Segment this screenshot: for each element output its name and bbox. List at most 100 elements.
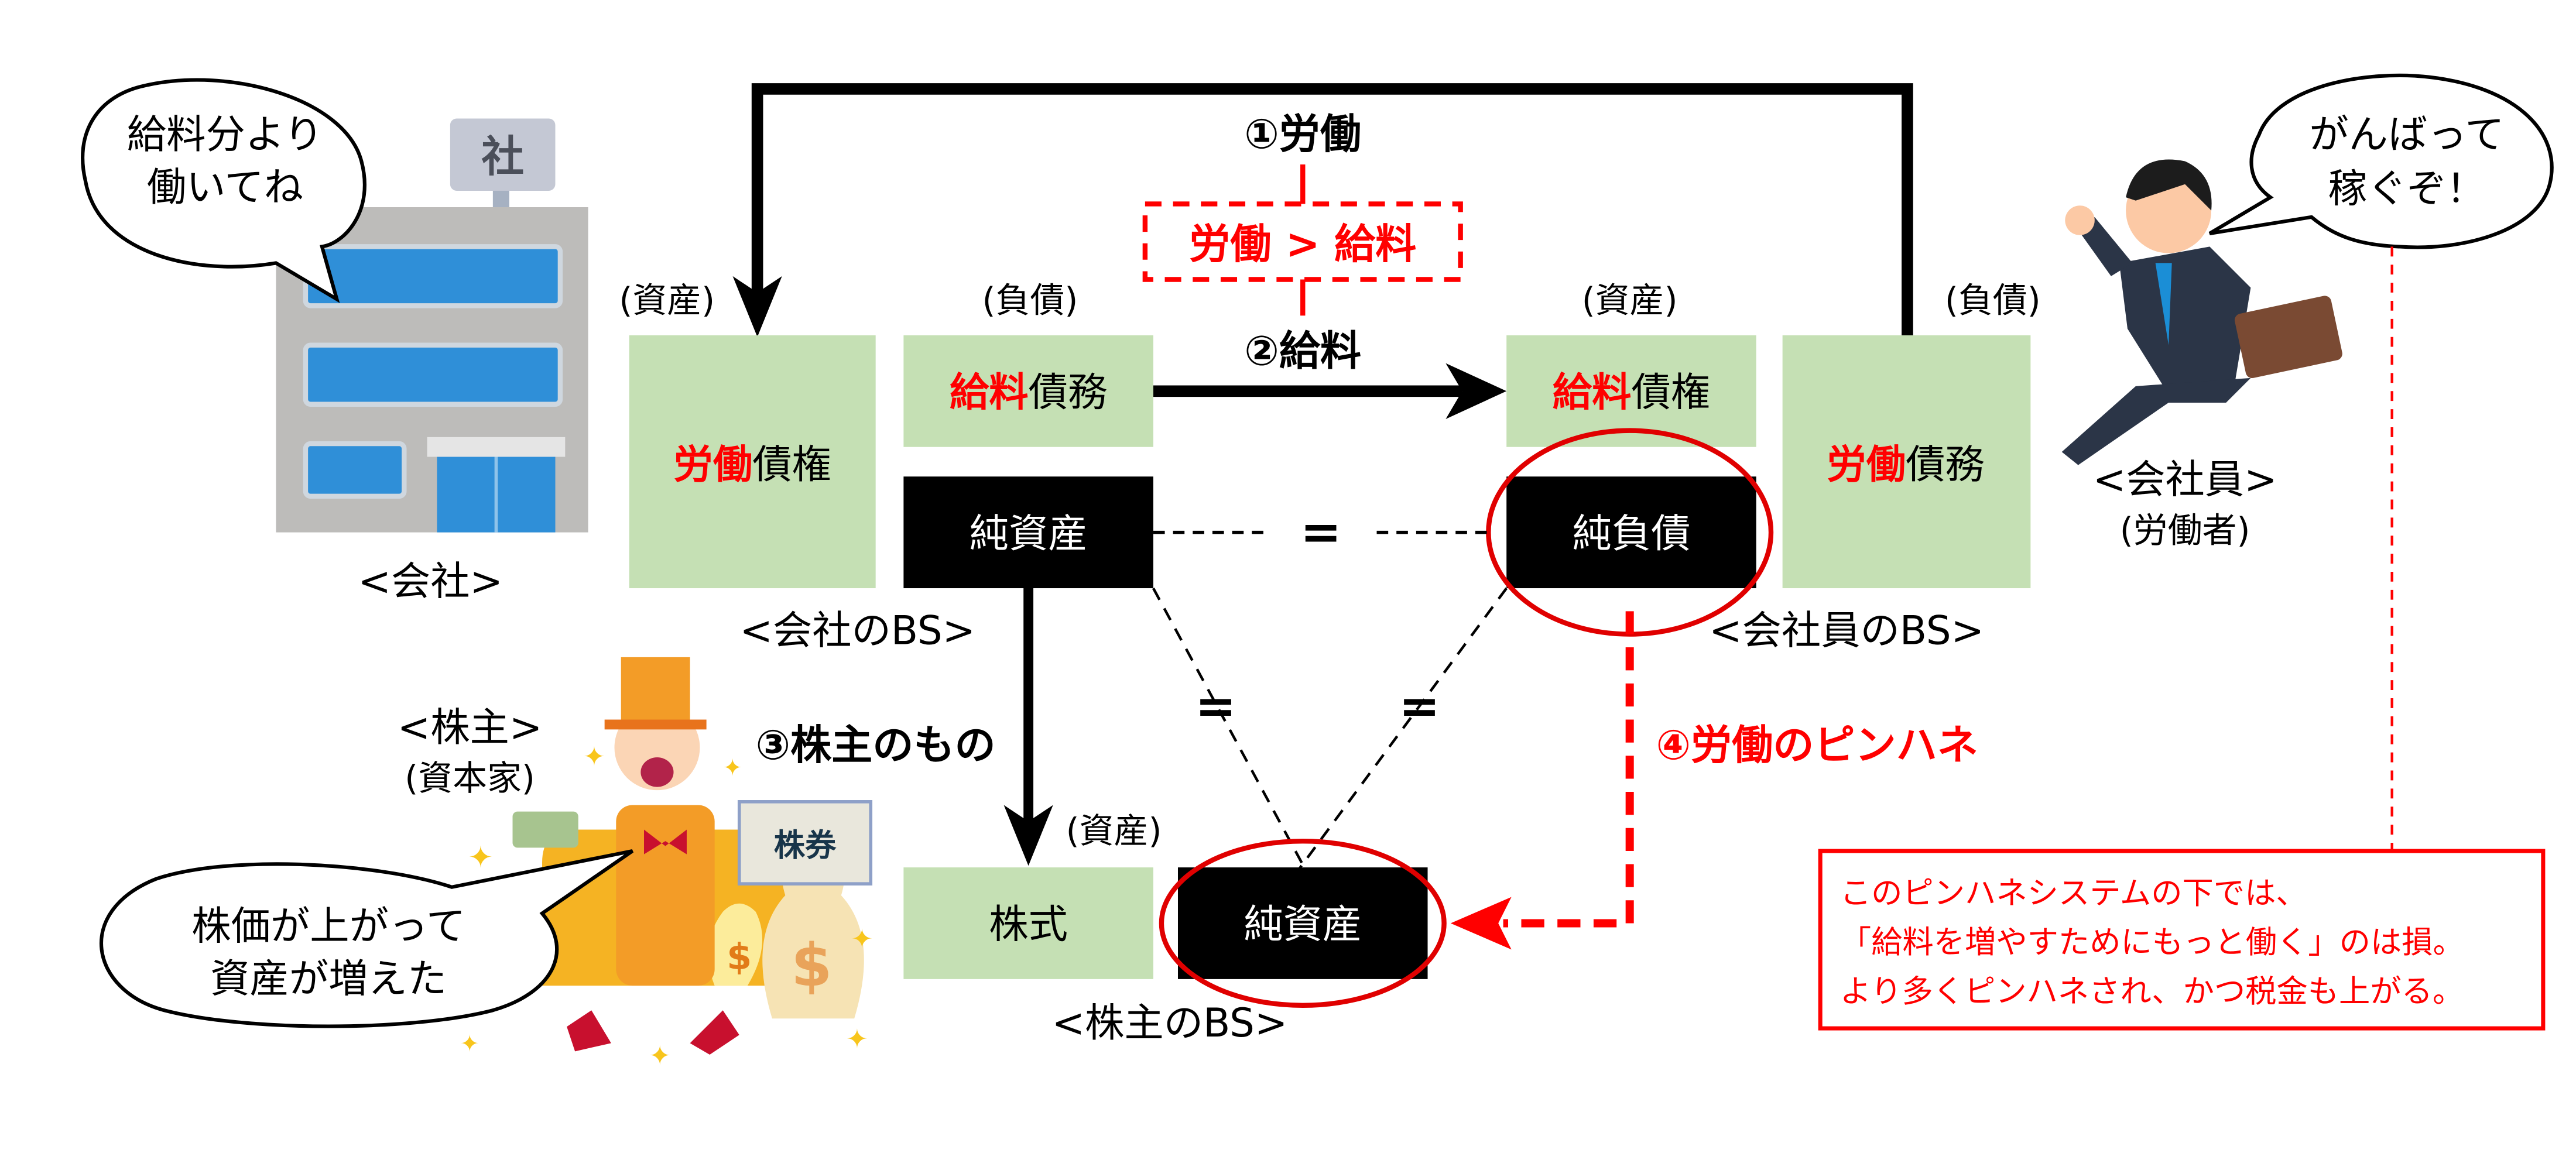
company-salary-payable-text: 給料債務 — [950, 369, 1107, 416]
salary-arrowhead — [1445, 363, 1507, 419]
note-box — [1818, 849, 2546, 1031]
shareholder-arrowhead — [1003, 805, 1053, 866]
certificate-text: 株券 — [774, 827, 837, 863]
equality-dash-diag-left — [1152, 587, 1307, 871]
labor-arrowhead — [732, 276, 782, 337]
shareholder-bubble-line-1: 株価が上がって — [191, 903, 465, 949]
employee-labor-payable-box — [1782, 335, 2031, 589]
shareholder-net-assets-box — [1177, 867, 1428, 979]
black-term: 債権 — [1631, 369, 1710, 416]
suit-arm — [2078, 217, 2133, 276]
shareholder-asset-header: (資産) — [1066, 811, 1162, 851]
note-line-2: 「給料を増やすためにもっと働く」のは損。 — [1840, 924, 2464, 960]
black-term: 債務 — [1906, 441, 1985, 488]
bubble-shape — [100, 849, 634, 1028]
sparkle-icon: ✦ — [846, 1024, 868, 1055]
salary-flow-arrow — [1153, 363, 1507, 419]
building-window — [303, 441, 407, 499]
employee-salary-receivable-text: 給料債権 — [1553, 369, 1710, 416]
company-bubble-line-1: 給料分より — [127, 111, 323, 157]
building-window-row — [303, 244, 563, 308]
shoe — [690, 1010, 739, 1055]
stock-certificate: 株券 — [737, 800, 873, 886]
equality-sign-left: = — [1195, 677, 1236, 735]
skimming-flow-arrow — [1450, 611, 1634, 950]
employee-bubble-line-2: 稼ぐぞ！ — [2328, 166, 2485, 212]
labor-arrow-line — [751, 83, 1913, 337]
employee-asset-header: (資産) — [1582, 280, 1678, 321]
company-salary-payable-box — [903, 335, 1153, 447]
company-net-assets-box — [903, 476, 1153, 589]
sparkle-icon: ✦ — [468, 840, 493, 874]
inequality-text: 労働 > 給料 — [1189, 220, 1416, 268]
company-labor-receivable-box — [629, 335, 876, 589]
labor-flow-arrow — [732, 83, 1913, 337]
necktie — [2155, 263, 2172, 345]
certificate-frame — [737, 800, 873, 886]
company-liability-header: (負債) — [982, 280, 1078, 321]
dollar-icon: $ — [727, 936, 752, 978]
skimming-arrowhead — [1450, 897, 1512, 950]
suit-jacket — [2119, 246, 2251, 394]
red-term: 労働 — [674, 441, 753, 488]
skimming-arrow-line — [1503, 611, 1634, 928]
shareholder-stock-text: 株式 — [989, 901, 1068, 948]
black-term: 債務 — [1029, 369, 1108, 416]
dollar-icon: $ — [791, 931, 832, 1000]
hat-brim — [604, 719, 707, 730]
shareholder-net-assets-text: 純資産 — [1244, 901, 1362, 948]
employee-speech-bubble: がんばって 稼ぐぞ！ — [2208, 73, 2554, 249]
sparkle-icon: ✦ — [583, 741, 605, 772]
company-sign — [450, 118, 556, 191]
bowtie — [644, 829, 687, 854]
employee-bubble-line-1: がんばって — [2309, 111, 2504, 157]
flow-salary-label: ②給料 — [1244, 327, 1361, 375]
flow-shareholder-label: ③株主のもの — [756, 721, 996, 769]
employee-label: <会社員> — [2093, 456, 2277, 502]
sparkle-icons: ✦ ✦ ✦ ✦ ✦ ✦ ✦ — [460, 741, 873, 1071]
shoe — [567, 1010, 611, 1052]
shareholder-stock-box — [903, 867, 1153, 979]
company-speech-bubble: 給料分より 働いてね — [81, 78, 366, 303]
briefcase — [2235, 296, 2342, 379]
employee-labor-payable-text: 労働債務 — [1827, 441, 1984, 488]
money-bag — [762, 846, 864, 1019]
employee-net-liabilities-text: 純負債 — [1572, 510, 1690, 557]
shareholder-label: <株主> — [398, 704, 542, 750]
sparkle-icon: ✦ — [851, 924, 873, 955]
equality-sign-top: = — [1300, 503, 1342, 561]
company-bubble-line-2: 働いてね — [147, 164, 303, 210]
shareholder-bubble-line-2: 資産が増えた — [210, 955, 447, 1001]
red-term: 給料 — [950, 369, 1029, 416]
equality-dash-diag-right — [1297, 587, 1508, 872]
employee-net-liabilities-box — [1506, 476, 1756, 589]
fist — [2065, 205, 2095, 235]
red-term: 労働 — [1827, 441, 1906, 488]
sparkle-icon: ✦ — [460, 1031, 479, 1057]
note-line-1: このピンハネシステムの下では、 — [1840, 875, 2307, 911]
company-asset-header: (資産) — [619, 280, 715, 321]
hair — [2126, 159, 2212, 211]
suit-body — [616, 805, 715, 986]
mouth — [640, 757, 674, 787]
suit-legs — [2061, 377, 2251, 465]
shareholder-flow-arrow — [1003, 588, 1053, 866]
building-awning — [427, 437, 566, 457]
sparkle-icon: ✦ — [649, 1040, 671, 1071]
money-bag-small — [708, 903, 763, 986]
top-hat — [621, 657, 690, 726]
flow-labor-label: ①労働 — [1244, 110, 1361, 158]
company-label: <会社> — [358, 558, 502, 604]
employee-bs-title: <会社員のBS> — [1709, 607, 1984, 653]
company-sign-pole — [492, 190, 509, 211]
equality-sign-right: = — [1399, 677, 1440, 735]
bubble-shape — [81, 78, 366, 303]
sparkle-icon: ✦ — [723, 755, 742, 781]
note-line-3: より多くピンハネされ、かつ税金も上がる。 — [1840, 973, 2464, 1010]
flow-skimming-label: ④労働のピンハネ — [1656, 721, 1978, 769]
employee-sublabel: (労働者) — [2120, 510, 2250, 550]
bubble-shape — [2208, 73, 2554, 249]
company-labor-receivable-text: 労働債権 — [674, 441, 831, 488]
